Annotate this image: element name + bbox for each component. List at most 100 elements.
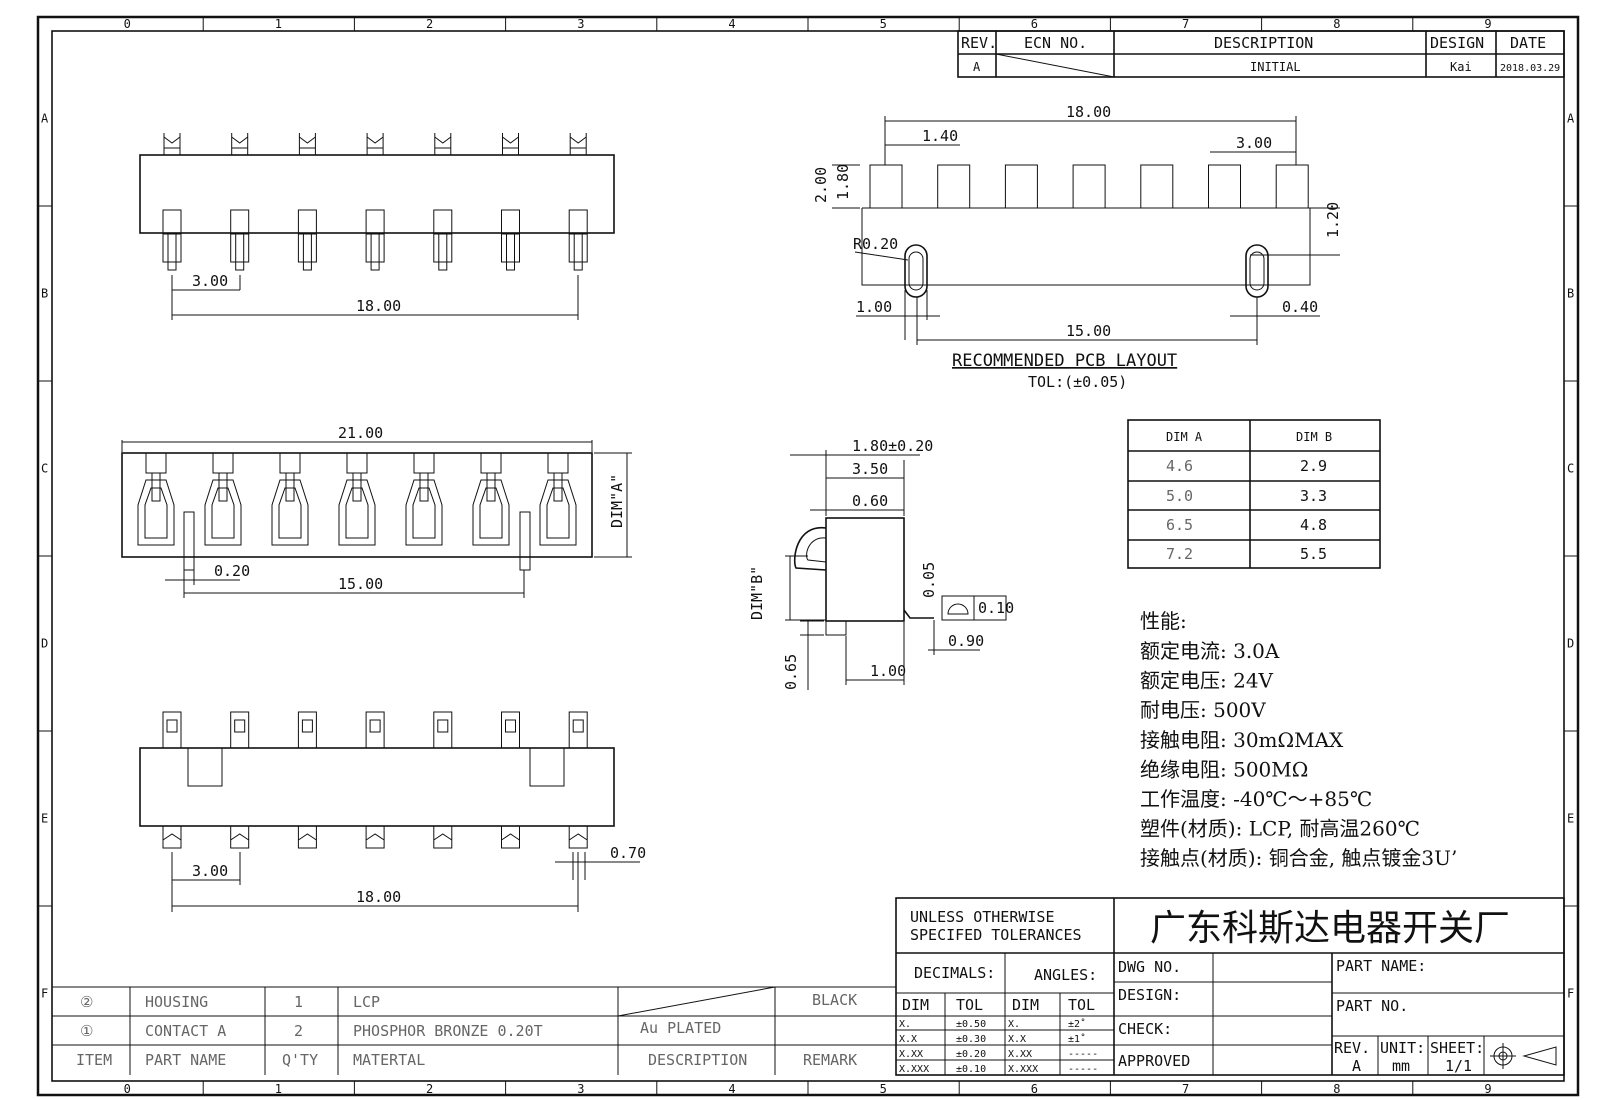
- front-pin-body: [204, 479, 242, 546]
- revision-block: REV. ECN NO. DESCRIPTION DESIGN DATE A I…: [957, 30, 1565, 78]
- spec-line: 塑件(材质): LCP, 耐高温260℃: [1140, 817, 1420, 841]
- pcb-slot-dim: 1.20: [1324, 202, 1342, 238]
- rev-label: REV.: [1334, 1039, 1370, 1057]
- rev-value: A: [1352, 1057, 1361, 1075]
- approved-label: APPROVED: [1118, 1052, 1190, 1070]
- angle-dim-cell: X.: [1008, 1019, 1020, 1030]
- check-label: CHECK:: [1118, 1020, 1172, 1038]
- side-d1: 1.80±0.20: [852, 437, 933, 455]
- front-dim-a: DIM"A": [608, 474, 626, 528]
- bom-row1-item: ①: [80, 1022, 93, 1040]
- bom-row2-remark: BLACK: [812, 991, 857, 1009]
- pcb-pad: [1275, 164, 1309, 209]
- bottom-pin-top: [230, 711, 250, 748]
- column-label: 9: [1484, 17, 1491, 31]
- spec-line: 接触点(材质): 铜合金, 触点镀金3U’: [1140, 846, 1457, 870]
- company-name: 广东科斯达电器开关厂: [1150, 908, 1510, 949]
- bottom-pin-top: [433, 711, 453, 748]
- bom-table: ② HOUSING 1 LCP BLACK ① CONTACT A 2 PHOS…: [52, 986, 896, 1075]
- bom-row1-name: CONTACT A: [145, 1022, 226, 1040]
- rev-header: REV.: [961, 34, 997, 52]
- angles-label: ANGLES:: [1034, 966, 1097, 984]
- column-label: 8: [1333, 1082, 1340, 1096]
- top-pin-base: [568, 209, 588, 235]
- pcb-layout: 18.00 1.40 3.00 2.00 1.80 1.20 R0.20 1.0…: [812, 103, 1342, 391]
- bottom-lead-dim: 0.70: [610, 844, 646, 862]
- top-span-dim: 18.00: [356, 297, 401, 315]
- top-pitch-dim: 3.00: [192, 272, 228, 290]
- column-label: 2: [426, 1082, 433, 1096]
- title-block: UNLESS OTHERWISE SPECIFED TOLERANCES 广东科…: [895, 897, 1565, 1076]
- dim-table-cell-a: 5.0: [1166, 487, 1193, 505]
- front-pin-body: [405, 479, 443, 546]
- side-d7: 0.65: [782, 654, 800, 690]
- column-label: 3: [577, 17, 584, 31]
- column-label: 4: [728, 1082, 735, 1096]
- spec-line: 工作温度: -40℃～+85℃: [1140, 787, 1372, 811]
- angle-dim-header: DIM: [1012, 996, 1039, 1014]
- front-pin-top: [346, 452, 368, 474]
- side-flatness: 0.10: [978, 599, 1014, 617]
- pcb-radius-dim: R0.20: [853, 235, 898, 253]
- decimal-tol-header: TOL: [956, 996, 983, 1014]
- top-pin-base: [162, 209, 182, 235]
- bom-row1-qty: 2: [294, 1022, 303, 1040]
- bom-header-qty: Q'TY: [282, 1051, 318, 1069]
- row-label: C: [41, 462, 48, 476]
- angle-dim-cell: X.XXX: [1008, 1064, 1038, 1075]
- top-pin-tab: [163, 133, 181, 155]
- row-label: E: [1567, 812, 1574, 826]
- part-name-label: PART NAME:: [1336, 957, 1426, 975]
- part-no-label: PART NO.: [1336, 997, 1408, 1015]
- front-pin-body: [137, 479, 175, 546]
- dim-table-cell-a: 6.5: [1166, 516, 1193, 534]
- pcb-tolerance: TOL:(±0.05): [1028, 373, 1127, 391]
- side-d3: 0.60: [852, 492, 888, 510]
- decimal-dim-cell: X.XXX: [899, 1064, 929, 1075]
- projection-symbol-icon: [1490, 1043, 1557, 1069]
- unit-value: mm: [1392, 1057, 1410, 1075]
- date-header: DATE: [1510, 34, 1546, 52]
- top-pin-lead: [297, 234, 317, 271]
- decimal-tol-cell: ±0.10: [956, 1064, 986, 1075]
- top-pin-tab: [366, 133, 384, 155]
- dim-table-cell-b: 5.5: [1300, 545, 1327, 563]
- front-pin-inner: [278, 487, 302, 539]
- front-width-dim: 21.00: [338, 424, 383, 442]
- dim-table-header-a: DIM A: [1166, 430, 1203, 444]
- side-dim-b: DIM"B": [748, 566, 766, 620]
- front-pin-slot: [151, 472, 161, 502]
- dim-table-cell-b: 2.9: [1300, 457, 1327, 475]
- top-pin-lead: [433, 234, 453, 271]
- spec-line: 耐电压: 500V: [1140, 698, 1266, 722]
- bottom-pin-lead: [501, 826, 520, 849]
- decimal-dim-header: DIM: [902, 996, 929, 1014]
- bottom-pin-lead: [433, 826, 453, 849]
- angle-dim-cell: X.XX: [1008, 1049, 1032, 1060]
- top-pin-lead: [568, 234, 588, 271]
- column-label: 8: [1333, 17, 1340, 31]
- pcb-pad-dim: 1.40: [922, 127, 958, 145]
- column-label: 7: [1182, 1082, 1189, 1096]
- column-label: 4: [728, 17, 735, 31]
- front-pin-inner: [412, 487, 436, 539]
- decimal-tol-cell: ±0.30: [956, 1034, 986, 1045]
- top-pin-tab: [569, 133, 587, 155]
- unit-label: UNIT:: [1380, 1039, 1425, 1057]
- top-pin-base: [501, 209, 520, 235]
- dwg-no-label: DWG NO.: [1118, 958, 1181, 976]
- front-pin-top: [212, 452, 234, 474]
- bom-row2-material: LCP: [353, 993, 380, 1011]
- bom-row1-description: Au PLATED: [640, 1019, 721, 1037]
- front-pin-top: [547, 452, 569, 474]
- pcb-hole-span-dim: 15.00: [1066, 322, 1111, 340]
- column-label: 1: [275, 17, 282, 31]
- pcb-left-dim: 1.00: [856, 298, 892, 316]
- front-pin-top: [145, 452, 167, 474]
- pcb-right-dim: 0.40: [1282, 298, 1318, 316]
- top-pin-base: [230, 209, 250, 235]
- decimals-label: DECIMALS:: [914, 964, 995, 982]
